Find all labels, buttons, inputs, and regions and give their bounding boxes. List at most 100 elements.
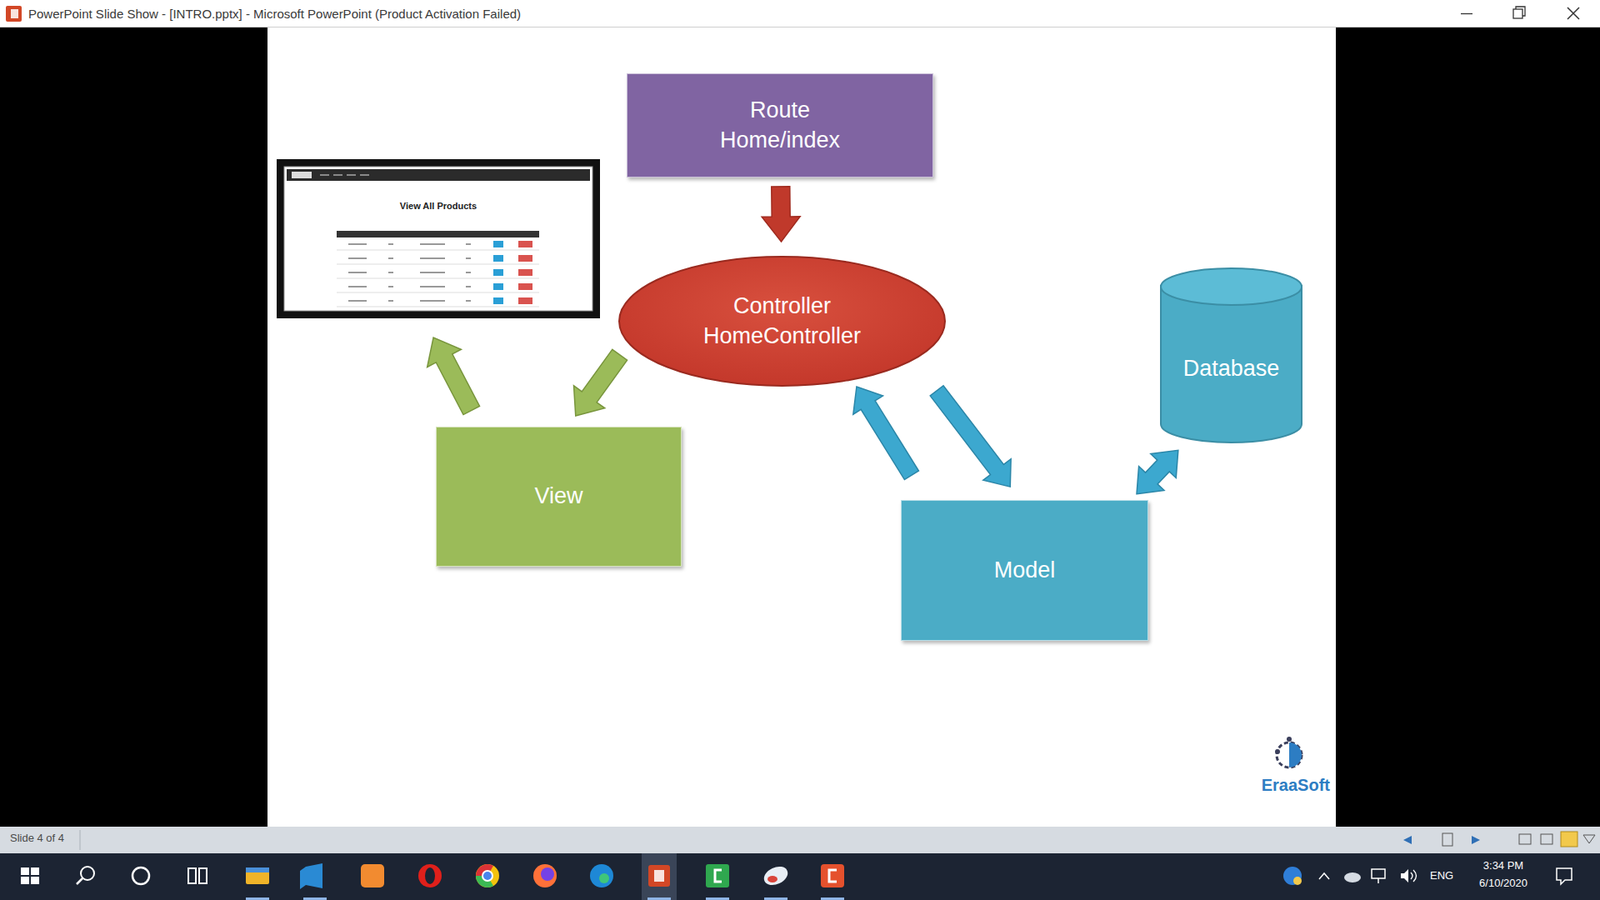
block-arrow (930, 385, 1011, 487)
tray-expand (1319, 873, 1330, 880)
node-label: Model (994, 555, 1056, 585)
thumbnail-delete-button (518, 240, 533, 248)
thumbnail-row-line (336, 264, 540, 265)
thumbnail-delete-button (518, 297, 533, 305)
thumbnail-edit-button (493, 283, 504, 290)
start-tile (30, 867, 40, 875)
minimize-button (1460, 13, 1473, 15)
logo-graphic (1275, 736, 1302, 768)
clock-time: 3:34 PM (1483, 859, 1524, 873)
thumbnail-table-row (336, 255, 540, 265)
powerpoint-icon (648, 865, 670, 887)
controller-ellipse-shape (619, 256, 945, 386)
help-icon (1283, 866, 1302, 885)
node-label: HomeController (703, 321, 861, 351)
app-icon-orange (360, 864, 385, 888)
volume-icon (1400, 869, 1409, 883)
help-icon-badge (1293, 876, 1302, 885)
thumbnail-edit-button (493, 255, 504, 262)
node-label: Controller (733, 291, 831, 321)
view-icon (1540, 834, 1553, 845)
screenshot-thumbnail-outline (276, 159, 600, 319)
view-box: View (435, 426, 682, 567)
app-icon-green (705, 864, 730, 888)
start-tile (20, 876, 30, 885)
route-box: RouteHome/index (626, 73, 934, 178)
powerpoint-icon-mark (654, 870, 665, 882)
thumbnail-delete-button (518, 255, 533, 262)
thumbnail-row-line (336, 250, 540, 251)
thumbnail-delete-button (518, 283, 533, 290)
window-title: PowerPoint Slide Show - [INTRO.pptx] - M… (28, 6, 521, 22)
thumbnail-cell (348, 257, 367, 260)
status-bar (0, 826, 1600, 854)
start-tile (20, 867, 30, 875)
cortana-icon (132, 867, 150, 885)
node-label: View (534, 481, 583, 511)
thumbnail-row-line (336, 292, 540, 294)
block-arrow (574, 349, 628, 416)
thumbnail-edit-button (493, 297, 504, 305)
volume-waves (1410, 870, 1417, 882)
notes-icon (1442, 833, 1453, 846)
chrome-icon (475, 864, 500, 888)
app-icon-red (820, 864, 845, 888)
model-box: Model (900, 500, 1149, 641)
thumbnail-table-header (336, 230, 540, 238)
app-icon (5, 5, 22, 22)
running-indicator (245, 897, 270, 900)
edge-icon-inner (599, 873, 610, 884)
view-box-outline (436, 427, 681, 566)
firefox-icon-globe (540, 867, 555, 881)
logo-dot (1286, 736, 1292, 742)
thumbnail-cell (465, 243, 471, 245)
thumbnail-cell (420, 300, 445, 302)
block-arrow (853, 386, 920, 480)
thumbnail-cell (388, 257, 394, 260)
close-button (1567, 7, 1580, 20)
explorer-icon-top (245, 867, 270, 873)
opera-icon-hole (425, 867, 435, 885)
status-divider (80, 830, 81, 850)
running-indicator (764, 897, 788, 900)
thumbnail-cell (348, 271, 367, 274)
search-icon (80, 866, 95, 880)
thumbnail-cell (465, 271, 471, 274)
prev-button (1403, 835, 1412, 845)
thumbnail-nav-link (320, 174, 330, 176)
network-icon (1371, 869, 1385, 879)
language-indicator: ENG (1430, 869, 1454, 883)
node-label: View All Products (400, 200, 477, 212)
cloud-icon (1344, 872, 1361, 883)
cylinder-body (1160, 285, 1302, 443)
app-icon-green-mark (715, 870, 722, 882)
edge-icon (590, 864, 614, 888)
thumbnail-page (284, 166, 593, 311)
thumbnail-cell (465, 285, 471, 288)
next-button (1471, 835, 1480, 845)
model-box-outline (901, 500, 1148, 640)
thumbnail-cell (388, 300, 394, 302)
network-icon-stand (1377, 878, 1380, 884)
running-indicator (705, 897, 730, 900)
thumbnail-cell (420, 271, 445, 274)
thumbnail-cell (420, 285, 445, 288)
database-cylinder: Database (1159, 267, 1304, 445)
logo-half (1289, 742, 1302, 768)
task-view-icon (188, 868, 196, 884)
start-button (20, 867, 40, 885)
view-icon (1519, 834, 1531, 845)
thumbnail-nav-link (346, 174, 356, 176)
slide (267, 27, 1336, 827)
thumbnail-edit-button (493, 269, 504, 276)
active-app-highlight (641, 853, 677, 900)
status-text: Slide 4 of 4 (10, 831, 65, 845)
block-arrow (427, 337, 480, 415)
running-indicator (647, 897, 671, 900)
database-cylinder-outline (1159, 267, 1304, 445)
firefox-icon (533, 864, 557, 888)
task-view-icon (199, 868, 207, 884)
title-bar-border (0, 26, 1600, 28)
thumbnail-row-line (336, 306, 540, 308)
